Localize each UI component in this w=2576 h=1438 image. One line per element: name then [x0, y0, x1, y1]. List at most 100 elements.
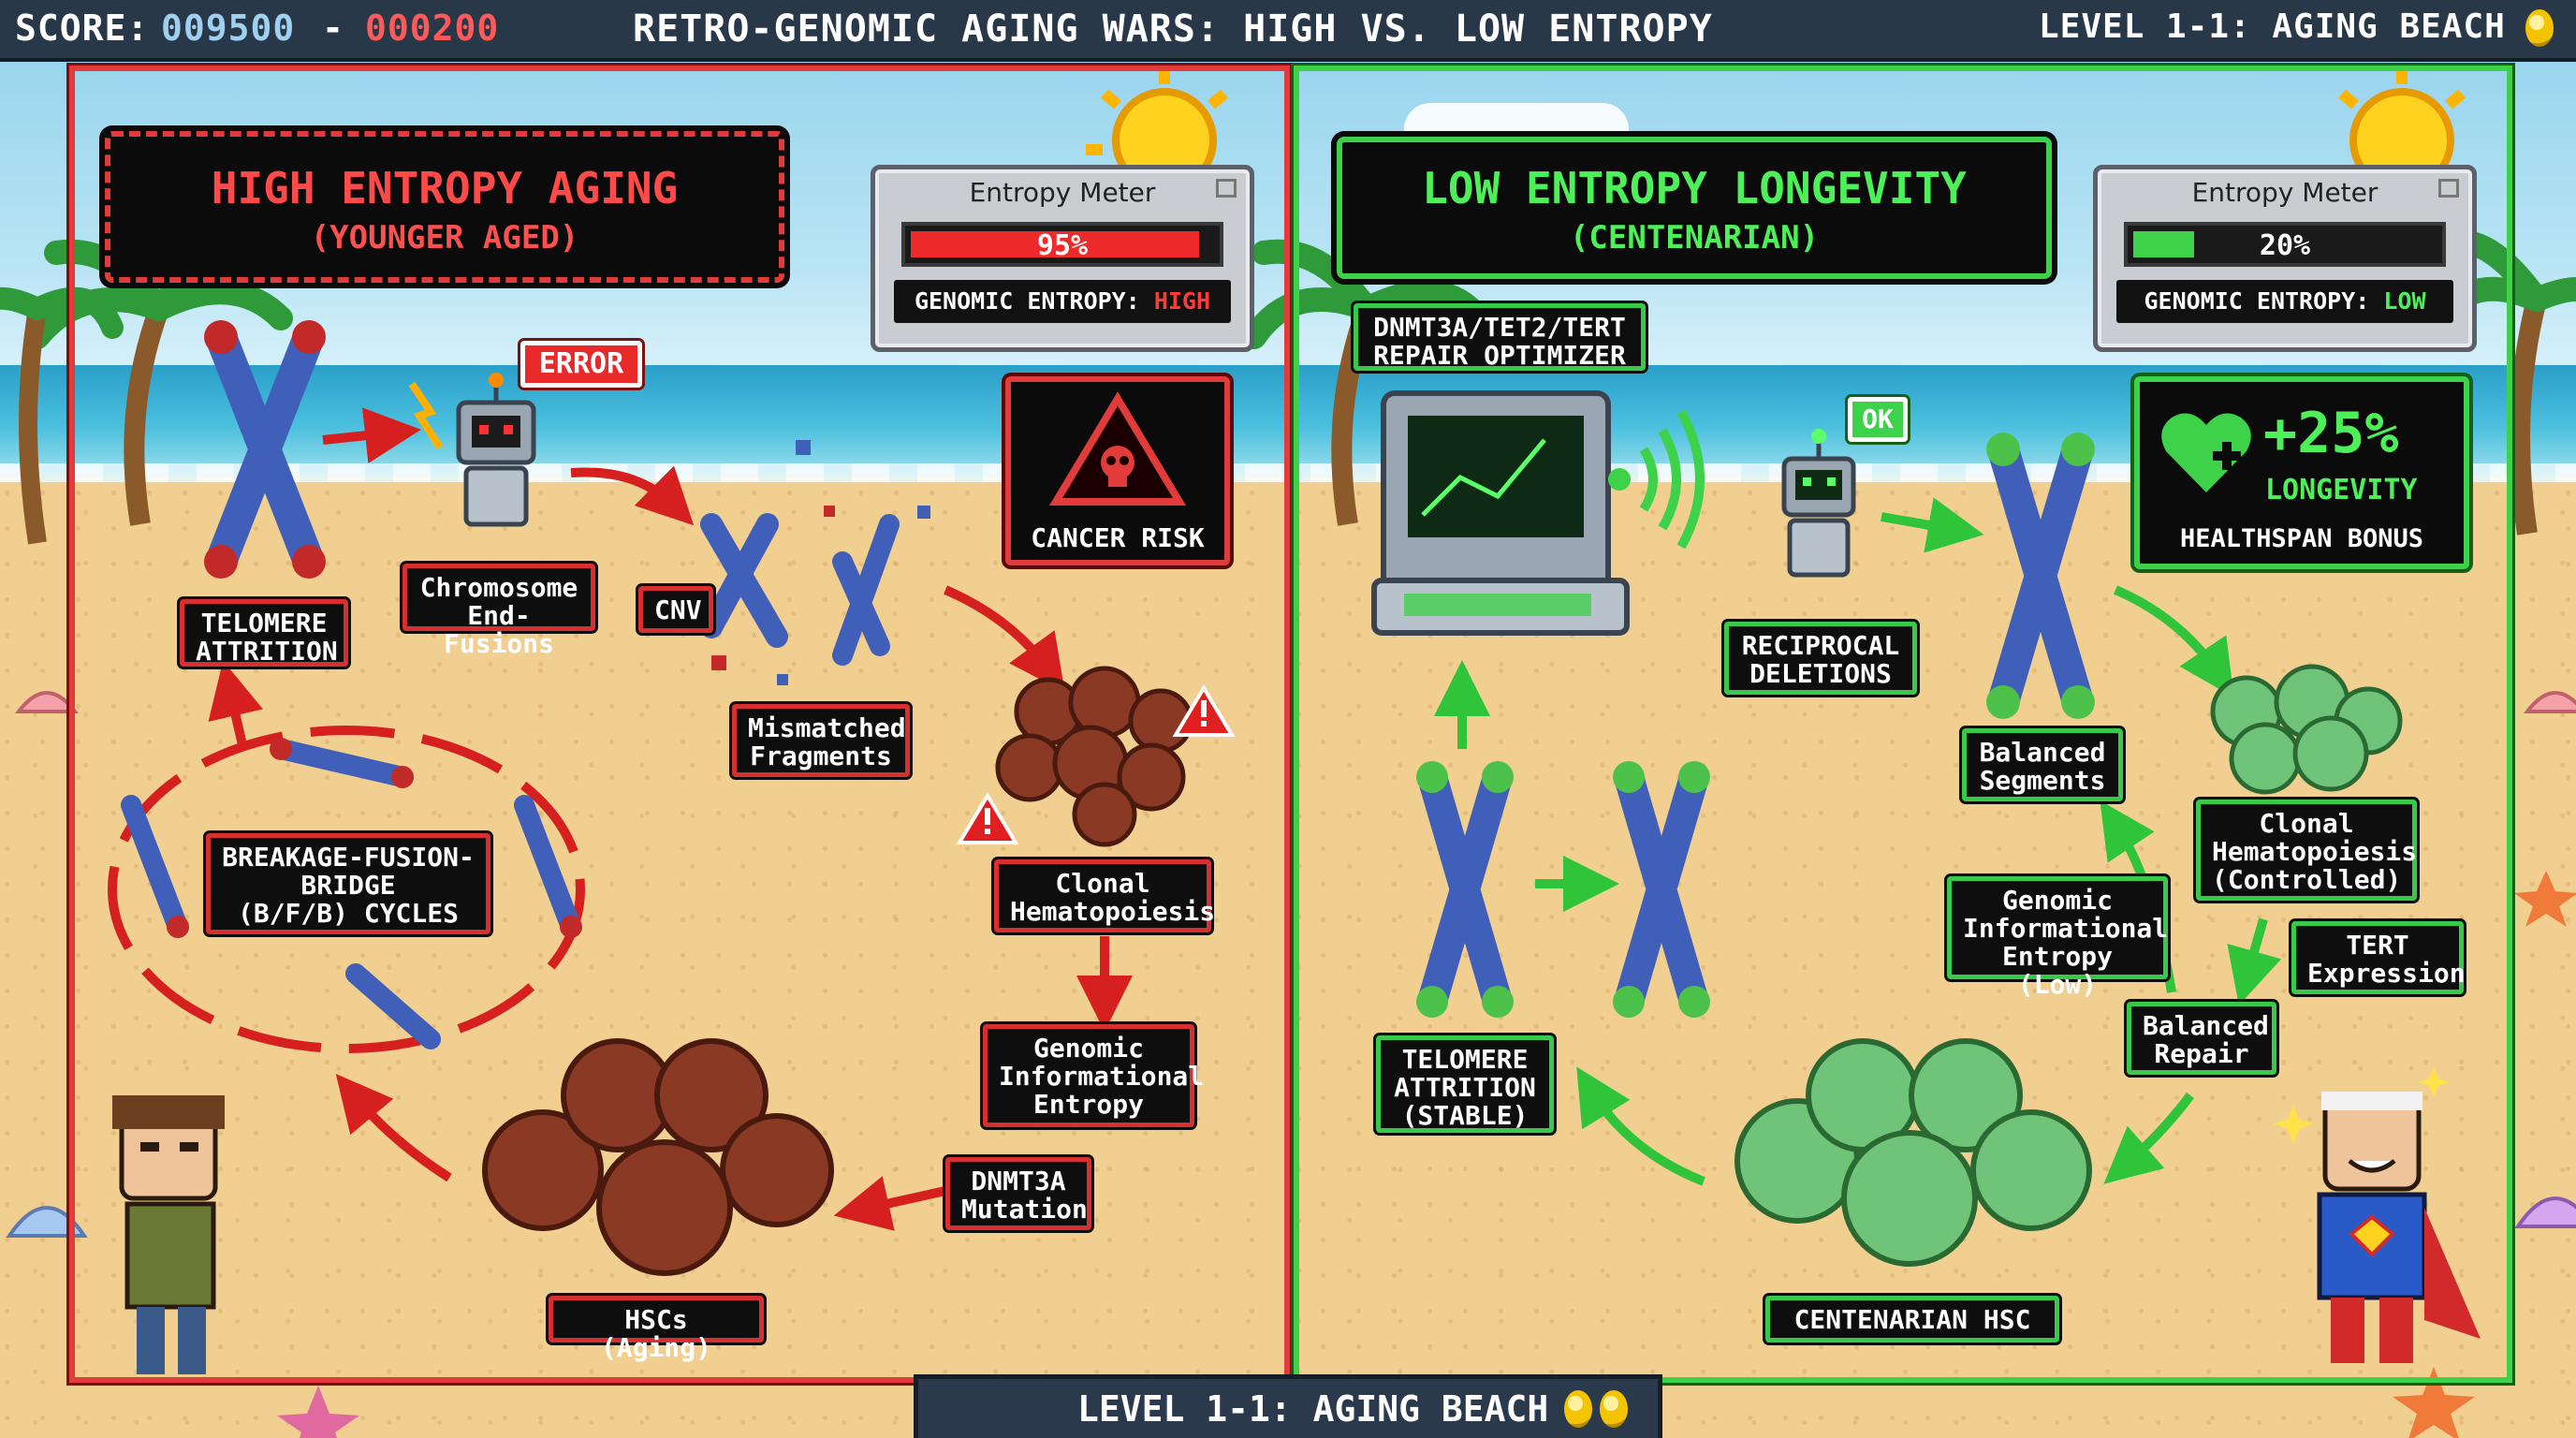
coin-icon	[2525, 9, 2554, 47]
balanced-segments-text: Balanced Segments	[1979, 737, 2106, 796]
ok-badge: OK	[1848, 397, 1908, 442]
longevity-bonus-value: +25%	[2263, 401, 2399, 466]
warning-icon	[956, 792, 1019, 844]
low-entropy-panel	[1294, 66, 2512, 1383]
tired-young-person-icon	[112, 1095, 225, 1374]
aging-hsc-cluster	[482, 1038, 834, 1276]
centenarian-hsc-label: CENTENARIAN HSC	[1765, 1296, 2059, 1343]
chromosome-fragments	[655, 440, 930, 685]
aging-clonal-cells	[995, 666, 1193, 847]
entropy-meter-title: Entropy Meter	[969, 177, 1156, 208]
longevity-bonus-line1: LONGEVITY	[2265, 474, 2418, 506]
top-hud: SCORE: 009500 - 000200 RETRO-GENOMIC AGI…	[0, 0, 2576, 62]
genomic-informational-entropy-low-text: Genomic Informational Entropy (Low)	[1963, 885, 2169, 1000]
arrow	[1576, 1066, 1705, 1186]
stable-chromosome	[1613, 761, 1710, 1018]
bfb-cycles-text: BREAKAGE-FUSION- BRIDGE (B/F/B) CYCLES	[222, 842, 475, 929]
entropy-meter-bar: 20%	[2124, 222, 2446, 267]
skull-warning-icon	[1048, 391, 1187, 506]
warning-icon	[1172, 684, 1236, 737]
clonal-hematopoiesis-controlled-text: Clonal Hematopoiesis (Controlled)	[2212, 808, 2418, 895]
tert-expression-label: TERT Expression	[2291, 921, 2466, 994]
low-entropy-title: LOW ENTROPY LONGEVITY (CENTENARIAN)	[1337, 137, 2052, 279]
high-entropy-title: HIGH ENTROPY AGING (YOUNGER AGED)	[105, 131, 784, 283]
arrow	[833, 1176, 947, 1231]
arrow	[2103, 1092, 2194, 1184]
window-close-icon[interactable]	[2438, 179, 2459, 198]
end-fusions-text: Chromosome End-Fusions	[419, 572, 578, 659]
entropy-meter-fill	[911, 231, 1199, 257]
window-close-icon[interactable]	[1216, 179, 1237, 198]
dnmt3a-mutation-label: DNMT3A Mutation	[945, 1157, 1091, 1230]
balanced-segments-label: Balanced Segments	[1962, 728, 2123, 801]
error-badge: ERROR	[520, 341, 642, 388]
balanced-repair-label: Balanced Repair	[2127, 1002, 2276, 1075]
genomic-entropy-readout: GENOMIC ENTROPY: LOW	[2116, 280, 2453, 323]
shell-icon	[2514, 1196, 2576, 1228]
palm-tree-icon	[0, 286, 124, 545]
cancer-risk-label: CANCER RISK	[1031, 522, 1205, 553]
clonal-hematopoiesis-controlled-label: Clonal Hematopoiesis (Controlled)	[2196, 800, 2417, 901]
arrow	[2114, 585, 2234, 697]
genomic-informational-entropy-text: Genomic Informational Entropy	[999, 1033, 1205, 1120]
score-label: SCORE:	[15, 7, 150, 49]
genomic-entropy-label: GENOMIC ENTROPY:	[2144, 287, 2384, 315]
repair-optimizer-text: DNMT3A/TET2/TERT REPAIR OPTIMIZER	[1373, 312, 1626, 371]
entropy-meter-high: Entropy Meter 95% GENOMIC ENTROPY: HIGH	[871, 165, 1254, 352]
telomere-attrition-text: TELOMERE ATTRITION	[196, 608, 338, 667]
damaged-chromosome	[204, 320, 326, 579]
telomere-attrition-stable-text: TELOMERE ATTRITION (STABLE)	[1394, 1044, 1536, 1131]
balanced-repair-text: Balanced Repair	[2143, 1010, 2269, 1069]
reciprocal-deletions-label: RECIPROCAL DELETIONS	[1724, 622, 1917, 695]
repair-optimizer-label: DNMT3A/TET2/TERT REPAIR OPTIMIZER	[1354, 303, 1646, 371]
bfb-cycle-ring	[108, 726, 585, 1053]
centenarian-hsc-cluster	[1734, 1038, 2092, 1267]
low-entropy-title-line2: (CENTENARIAN)	[1569, 219, 1820, 257]
longevity-bonus-panel: +25% LONGEVITY HEALTHSPAN BONUS	[2134, 376, 2469, 569]
entropy-meter-percent: 20%	[2259, 229, 2311, 262]
level-indicator: LEVEL 1-1: AGING BEACH	[2039, 7, 2506, 46]
healthy-clonal-cells	[2210, 664, 2403, 795]
starfish-icon	[2514, 871, 2576, 927]
shell-icon	[6, 1206, 88, 1238]
genomic-entropy-label: GENOMIC ENTROPY:	[914, 287, 1154, 315]
hscs-aging-label: HSCs (Aging)	[549, 1296, 764, 1362]
telomere-attrition-label: TELOMERE ATTRITION	[180, 599, 348, 667]
arrow	[570, 465, 695, 526]
starfish-icon	[2393, 1367, 2475, 1438]
game-title: RETRO-GENOMIC AGING WARS: HIGH VS. LOW E…	[633, 7, 1713, 51]
entropy-meter-bar: 95%	[901, 222, 1223, 267]
cancer-risk-panel: CANCER RISK	[1005, 376, 1230, 565]
coin-icon	[1564, 1390, 1592, 1428]
cnv-label: CNV	[638, 586, 713, 633]
reciprocal-deletions-text: RECIPROCAL DELETIONS	[1741, 630, 1900, 689]
shell-icon	[2523, 691, 2576, 713]
high-entropy-title-line1: HIGH ENTROPY AGING	[211, 163, 679, 213]
score-value-b: 000200	[365, 7, 500, 49]
bfb-cycles-label: BREAKAGE-FUSION- BRIDGE (B/F/B) CYCLES	[206, 833, 490, 934]
bottom-level-bar: LEVEL 1-1: AGING BEACH	[914, 1374, 1662, 1438]
entropy-meter-fill	[2133, 231, 2194, 257]
happy-robot-icon	[1781, 429, 1856, 578]
mismatched-fragments-label: Mismatched Fragments	[732, 704, 910, 777]
clonal-hematopoiesis-text: Clonal Hematopoiesis	[1010, 868, 1216, 927]
dnmt3a-mutation-text: DNMT3A Mutation	[961, 1166, 1088, 1225]
entropy-meter-percent: 95%	[1036, 229, 1089, 262]
high-entropy-title-line2: (YOUNGER AGED)	[310, 219, 579, 257]
arrow	[2227, 917, 2282, 1005]
genomic-entropy-value: HIGH	[1153, 287, 1211, 315]
retro-computer-icon	[1371, 390, 1630, 636]
sparkle-icon	[2273, 1067, 2450, 1144]
arrow	[208, 660, 263, 751]
heart-plus-icon	[2161, 413, 2251, 492]
genomic-entropy-value: LOW	[2383, 287, 2426, 315]
score-value-a: 009500	[161, 7, 296, 49]
telomere-attrition-stable-label: TELOMERE ATTRITION (STABLE)	[1376, 1035, 1554, 1133]
entropy-meter-title: Entropy Meter	[2191, 177, 2378, 208]
entropy-meter-low: Entropy Meter 20% GENOMIC ENTROPY: LOW	[2093, 165, 2477, 352]
centenarian-hero-icon	[2317, 1092, 2481, 1363]
genomic-informational-entropy-label: Genomic Informational Entropy	[983, 1024, 1204, 1127]
mismatched-fragments-text: Mismatched Fragments	[748, 712, 906, 771]
